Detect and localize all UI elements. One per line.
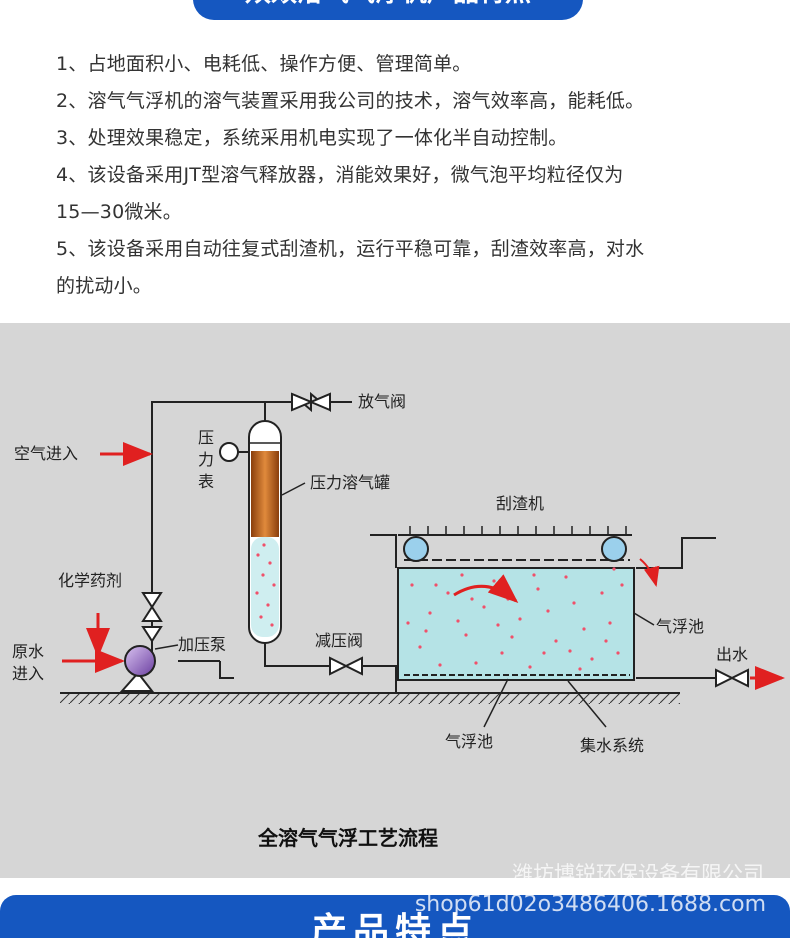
feature-item: 15—30微米。 [56, 201, 182, 223]
outlet-valve-icon [715, 668, 749, 688]
pressure-gauge-icon [219, 442, 239, 462]
ground [60, 692, 680, 704]
watermark-shop-url: shop61d02o3486406.1688.com [414, 892, 766, 917]
label-water-collection: 集水系统 [580, 736, 644, 755]
label-vent-valve: 放气阀 [358, 392, 406, 411]
label-pressure-tank: 压力溶气罐 [310, 473, 390, 492]
label-flotation-tank-right: 气浮池 [656, 617, 704, 636]
label-scraper: 刮渣机 [496, 494, 544, 513]
footer-title: 产品特点 [310, 911, 479, 952]
pressure-reducing-valve-icon [329, 656, 363, 676]
pump-icon [119, 645, 156, 692]
section-title: 双效溶气气浮机产品特点 [245, 0, 531, 8]
feature-item: 3、处理效果稳定，系统采用机电实现了一体化半自动控制。 [56, 127, 568, 149]
feature-list: 1、占地面积小、电耗低、操作方便、管理简单。 2、溶气气浮机的溶气装置采用我公司… [56, 46, 736, 305]
label-air-inlet: 空气进入 [14, 444, 78, 463]
process-flow-svg: 放气阀 空气进入 压 力 表 压力溶气罐 化学药剂 [12, 391, 785, 850]
label-gauge-1: 压 [198, 428, 214, 447]
chemical-valve-icon [141, 592, 163, 643]
section-header-pill: 双效溶气气浮机产品特点 [193, 0, 583, 20]
label-chemical: 化学药剂 [58, 571, 122, 590]
vent-valve-icon [291, 391, 331, 413]
feature-item: 的扰动小。 [56, 275, 153, 297]
feature-item: 5、该设备采用自动往复式刮渣机，运行平稳可靠，刮渣效率高，对水 [56, 238, 645, 260]
label-gauge-3: 表 [198, 472, 214, 491]
label-raw-water-2: 进入 [12, 664, 44, 683]
flotation-tank [397, 567, 635, 681]
pressure-tank [248, 420, 282, 644]
feature-item: 2、溶气气浮机的溶气装置采用我公司的技术，溶气效率高，能耗低。 [56, 90, 645, 112]
label-flotation-tank-bottom: 气浮池 [445, 732, 493, 751]
feature-item: 4、该设备采用JT型溶气释放器，消能效果好，微气泡平均粒径仅为 [56, 164, 624, 186]
scraper [398, 526, 660, 587]
label-raw-water-1: 原水 [12, 642, 44, 661]
diagram-caption: 全溶气气浮工艺流程 [257, 826, 438, 850]
label-outlet: 出水 [716, 645, 748, 664]
label-pressure-reducing-valve: 减压阀 [315, 631, 363, 650]
process-flow-diagram: 放气阀 空气进入 压 力 表 压力溶气罐 化学药剂 [0, 323, 790, 878]
footer-banner [0, 895, 790, 938]
label-gauge-2: 力 [198, 450, 214, 469]
watermark-company: 潍坊博锐环保设备有限公司 [512, 862, 764, 886]
feature-item: 1、占地面积小、电耗低、操作方便、管理简单。 [56, 53, 472, 75]
label-pump: 加压泵 [178, 635, 226, 654]
